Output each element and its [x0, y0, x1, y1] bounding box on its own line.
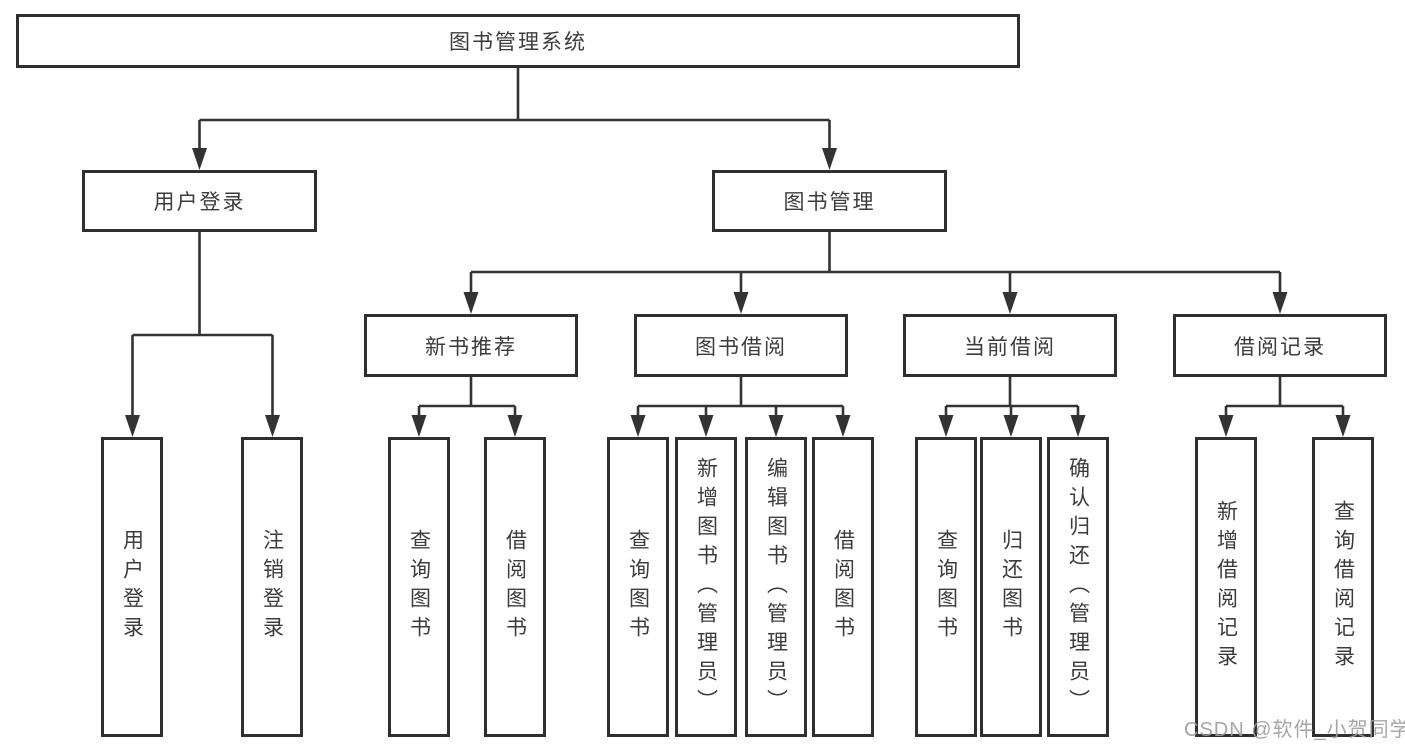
- connector-borrow-records-to-leaves: [1224, 377, 1345, 433]
- node-br-add-record: 新增借阅记录: [1195, 437, 1257, 737]
- connector-book-borrow-to-leaves: [636, 377, 845, 433]
- connector-new-book-recommend-to-leaves: [417, 377, 517, 433]
- node-bb-add-books: 新增图书（管理员）: [675, 437, 737, 737]
- node-nb-borrow-books: 借阅图书: [484, 437, 546, 737]
- node-logout-leaf: 注销登录: [241, 437, 303, 737]
- connector-user-login-to-leaves: [131, 232, 274, 433]
- node-book-borrow: 图书借阅: [634, 314, 848, 377]
- node-root: 图书管理系统: [16, 14, 1020, 68]
- node-user-login: 用户登录: [82, 170, 317, 232]
- node-cb-confirm-return: 确认归还（管理员）: [1047, 437, 1109, 737]
- node-bb-edit-books: 编辑图书（管理员）: [745, 437, 807, 737]
- node-borrow-records: 借阅记录: [1173, 314, 1387, 377]
- watermark: CSDN @软件_小贺同学: [1184, 719, 1405, 741]
- connector-book-management-to-level3: [469, 232, 1282, 310]
- node-br-query-record: 查询借阅记录: [1312, 437, 1374, 737]
- node-book-management: 图书管理: [712, 170, 947, 232]
- node-current-borrow: 当前借阅: [903, 314, 1117, 377]
- arrowheads: [125, 148, 1351, 437]
- node-bb-borrow-books: 借阅图书: [812, 437, 874, 737]
- node-user-login-leaf: 用户登录: [101, 437, 163, 737]
- node-bb-query-books: 查询图书: [607, 437, 669, 737]
- node-cb-query-books: 查询图书: [915, 437, 977, 737]
- connector-root-to-level2: [198, 68, 831, 166]
- node-new-book-recommend: 新书推荐: [364, 314, 578, 377]
- node-nb-query-books: 查询图书: [388, 437, 450, 737]
- node-cb-return-books: 归还图书: [980, 437, 1042, 737]
